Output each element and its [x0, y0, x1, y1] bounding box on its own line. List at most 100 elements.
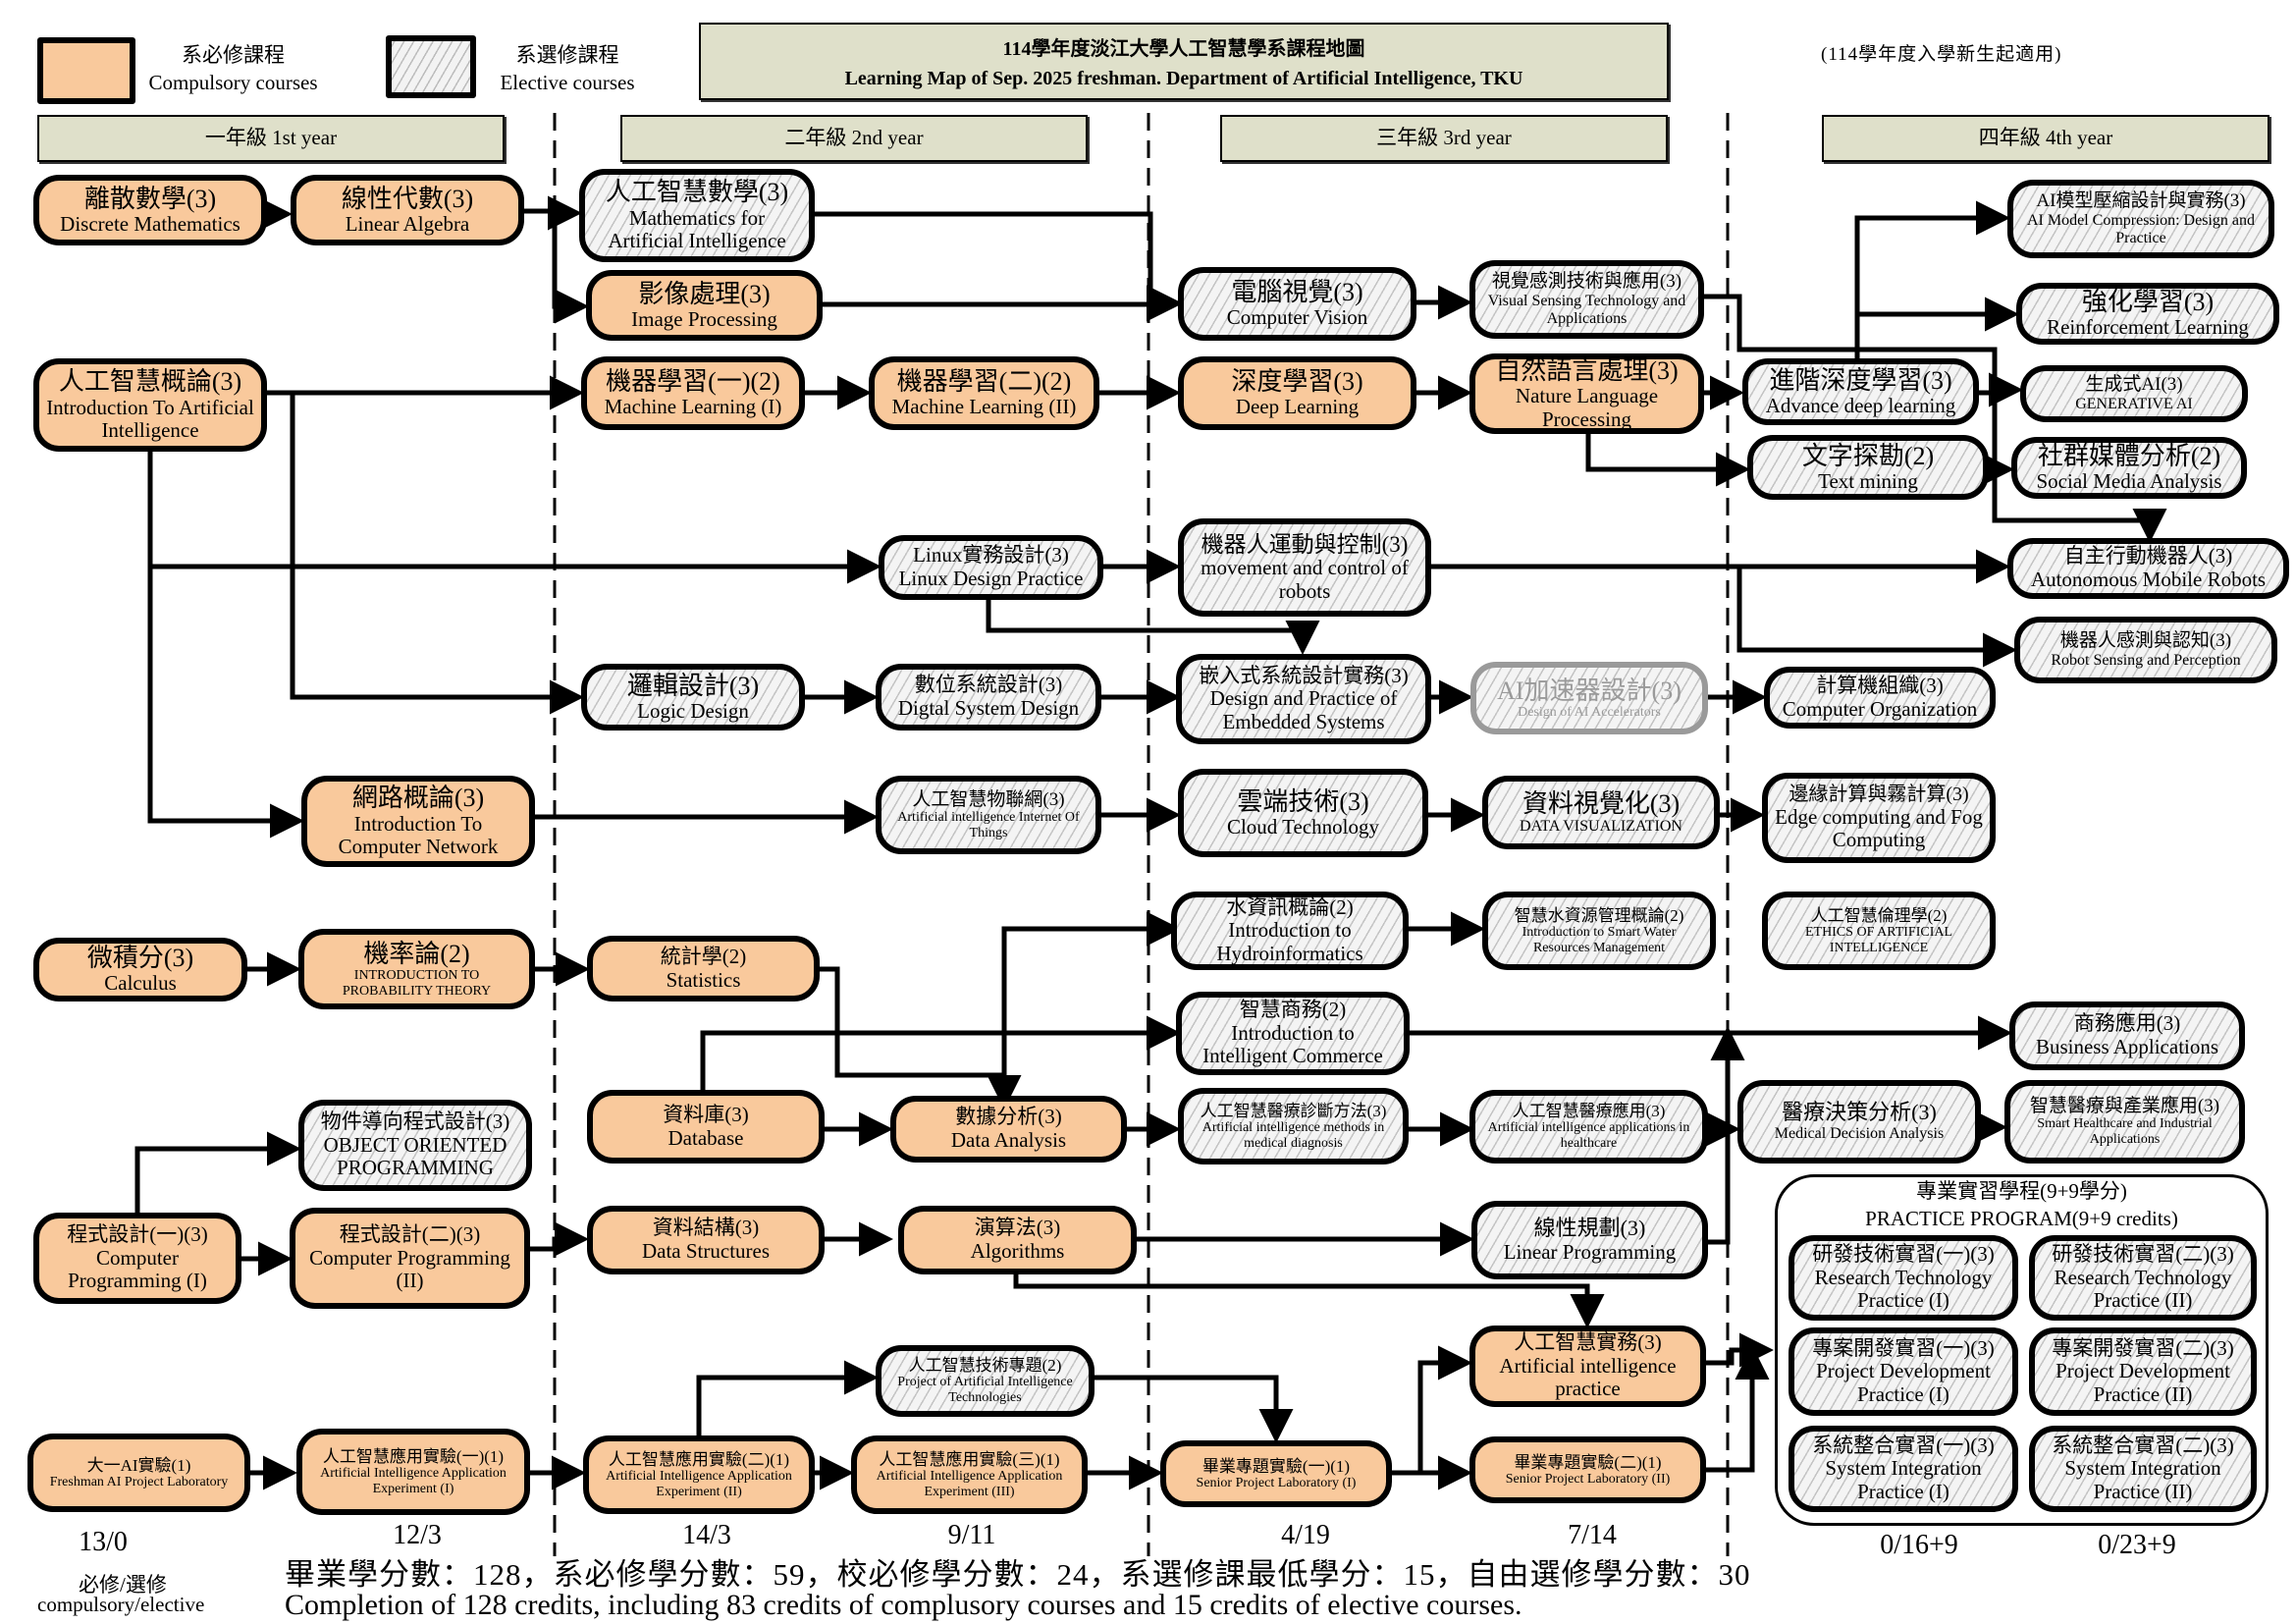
- course-ai-tech-project[interactable]: 人工智慧技術專題(2)Project of Artificial Intelli…: [876, 1345, 1095, 1417]
- course-medical-decision[interactable]: 醫療決策分析(3)Medical Decision Analysis: [1737, 1080, 1981, 1164]
- course-data-visualization[interactable]: 資料視覺化(3)DATA VISUALIZATION: [1482, 776, 1720, 849]
- course-social-media[interactable]: 社群媒體分析(2)Social Media Analysis: [2011, 437, 2247, 499]
- wire-prog1-oop: [134, 1131, 301, 1213]
- course-zh: 專案開發實習(一)(3): [1812, 1335, 1995, 1360]
- course-smart-healthcare[interactable]: 智慧醫療與產業應用(3)Smart Healthcare and Industr…: [2004, 1080, 2245, 1164]
- course-zh: 生成式AI(3): [2085, 374, 2183, 396]
- course-data-structures[interactable]: 資料結構(3)Data Structures: [587, 1206, 825, 1274]
- course-oop[interactable]: 物件導向程式設計(3)OBJECT ORIENTED PROGRAMMING: [298, 1100, 532, 1191]
- course-zh: 機率論(2): [363, 939, 470, 968]
- course-zh: 人工智慧應用實驗(二)(1): [608, 1449, 790, 1469]
- course-business-applications[interactable]: 商務應用(3)Business Applications: [2009, 1001, 2245, 1070]
- practice-course[interactable]: 研發技術實習(一)(3)Research Technology Practice…: [1789, 1235, 2018, 1321]
- course-en: Research Technology Practice (I): [1814, 1265, 1993, 1313]
- wire-mathai-cv: [815, 211, 1181, 320]
- course-computer-vision[interactable]: 電腦視覺(3)Computer Vision: [1178, 267, 1416, 341]
- wire-project-senior1: [1095, 1375, 1294, 1443]
- course-intro-ai[interactable]: 人工智慧概論(3)Introduction To Artificial Inte…: [33, 358, 267, 452]
- course-zh: 人工智慧應用實驗(一)(1): [322, 1446, 505, 1466]
- course-programming-2[interactable]: 程式設計(二)(3)Computer Programming (II): [290, 1208, 530, 1309]
- course-math-ai[interactable]: 人工智慧數學(3)Mathematics for Artificial Inte…: [579, 169, 815, 262]
- practice-course[interactable]: 系統整合實習(一)(3)System Integration Practice …: [1789, 1426, 2018, 1512]
- course-generative-ai[interactable]: 生成式AI(3)GENERATIVE AI: [2020, 365, 2248, 422]
- course-networks[interactable]: 網路概論(3)Introduction To Computer Network: [301, 776, 535, 867]
- course-embedded[interactable]: 嵌入式系統設計實務(3)Design and Practice of Embed…: [1176, 654, 1431, 744]
- course-text-mining[interactable]: 文字探勘(2)Text mining: [1747, 435, 1989, 500]
- practice-course[interactable]: 研發技術實習(二)(3)Research Technology Practice…: [2029, 1235, 2257, 1321]
- course-calculus[interactable]: 微積分(3)Calculus: [33, 938, 247, 1001]
- credits-sem-4: 9/11: [947, 1520, 996, 1550]
- practice-program-title-en: PRACTICE PROGRAM(9+9 credits): [1865, 1207, 2178, 1230]
- course-en: Introduction to Intelligent Commerce: [1202, 1020, 1383, 1068]
- course-ai-accelerator[interactable]: AI加速器設計(3)Design of AI Accelerators: [1470, 662, 1708, 734]
- course-zh: 物件導向程式設計(3): [320, 1110, 510, 1134]
- course-advanced-dl[interactable]: 進階深度學習(3)Advance deep learning: [1742, 358, 1979, 425]
- course-logic-design[interactable]: 邏輯設計(3)Logic Design: [581, 664, 805, 731]
- legend-compulsory-zh: 系必修課程: [182, 43, 285, 67]
- course-robot-sensing[interactable]: 機器人感測與認知(3)Robot Sensing and Perception: [2014, 617, 2277, 683]
- course-en: Artificial intelligence methods in medic…: [1201, 1119, 1385, 1151]
- course-linear-algebra[interactable]: 線性代數(3)Linear Algebra: [291, 175, 524, 245]
- course-cloud[interactable]: 雲端技術(3)Cloud Technology: [1178, 769, 1428, 857]
- course-ai-healthcare[interactable]: 人工智慧醫療應用(3)Artificial intelligence appli…: [1469, 1090, 1708, 1164]
- course-edge-fog[interactable]: 邊緣計算與霧計算(3)Edge computing and Fog Comput…: [1762, 773, 1996, 863]
- course-robot-motion[interactable]: 機器人運動與控制(3)movement and control of robot…: [1178, 518, 1431, 617]
- course-smart-water[interactable]: 智慧水資源管理概論(2)Introduction to Smart Water …: [1482, 892, 1716, 970]
- course-programming-1[interactable]: 程式設計(一)(3)Computer Programming (I): [33, 1213, 241, 1304]
- course-image-processing[interactable]: 影像處理(3)Image Processing: [586, 270, 823, 341]
- course-en: Logic Design: [637, 698, 749, 723]
- course-zh: AI模型壓縮設計與實務(3): [2036, 190, 2246, 212]
- wire-aipractice-practice: [1706, 1332, 1774, 1368]
- course-en: Senior Project Laboratory (I): [1196, 1475, 1357, 1490]
- course-senior-lab-2[interactable]: 畢業專題實驗(二)(1)Senior Project Laboratory (I…: [1469, 1436, 1706, 1503]
- course-visual-sensing[interactable]: 視覺感測技術與應用(3)Visual Sensing Technology an…: [1469, 260, 1704, 339]
- course-ml2[interactable]: 機器學習(二)(2)Machine Learning (II): [869, 356, 1099, 430]
- course-ml1[interactable]: 機器學習(一)(2)Machine Learning (I): [581, 356, 805, 430]
- course-ai-experiment-3[interactable]: 人工智慧應用實驗(三)(1)Artificial Intelligence Ap…: [851, 1435, 1088, 1514]
- course-linear-programming[interactable]: 線性規劃(3)Linear Programming: [1471, 1201, 1708, 1279]
- course-en: Robot Sensing and Perception: [2051, 651, 2241, 669]
- course-senior-lab-1[interactable]: 畢業專題實驗(一)(1)Senior Project Laboratory (I…: [1160, 1440, 1392, 1507]
- course-ethics[interactable]: 人工智慧倫理學(2)ETHICS OF ARTIFICIAL INTELLIGE…: [1762, 892, 1996, 970]
- course-intelligent-commerce[interactable]: 智慧商務(2)Introduction to Intelligent Comme…: [1176, 992, 1410, 1075]
- course-zh: 專案開發實習(二)(3): [2052, 1335, 2234, 1360]
- practice-program-title-zh: 專業實習學程(9+9學分): [1916, 1179, 2127, 1203]
- course-medical-diagnosis[interactable]: 人工智慧醫療診斷方法(3)Artificial intelligence met…: [1178, 1088, 1409, 1164]
- course-algorithms[interactable]: 演算法(3)Algorithms: [898, 1206, 1137, 1274]
- course-en: INTRODUCTION TO PROBABILITY THEORY: [342, 967, 492, 999]
- course-linux[interactable]: Linux實務設計(3)Linux Design Practice: [879, 535, 1103, 600]
- legend-compulsory-en: Compulsory courses: [148, 71, 318, 94]
- practice-course[interactable]: 專案開發實習(一)(3)Project Development Practice…: [1789, 1327, 2018, 1416]
- course-en: Visual Sensing Technology and Applicatio…: [1487, 292, 1686, 327]
- course-aiot[interactable]: 人工智慧物聯網(3)Artificial intelligence Intern…: [876, 776, 1101, 854]
- course-database[interactable]: 資料庫(3)Database: [587, 1090, 825, 1164]
- course-probability[interactable]: 機率論(2)INTRODUCTION TO PROBABILITY THEORY: [298, 929, 535, 1009]
- course-nlp[interactable]: 自然語言處理(3)Nature Language Processing: [1469, 353, 1704, 434]
- course-en: Introduction To Artificial Intelligence: [46, 395, 254, 443]
- course-autonomous-robots[interactable]: 自主行動機器人(3)Autonomous Mobile Robots: [2007, 538, 2289, 599]
- wire-prog2-ds: [530, 1221, 589, 1257]
- course-freshman-lab[interactable]: 大一AI實驗(1)Freshman AI Project Laboratory: [27, 1434, 250, 1512]
- practice-course[interactable]: 專案開發實習(二)(3)Project Development Practice…: [2029, 1327, 2257, 1416]
- course-en: Digtal System Design: [897, 696, 1080, 720]
- course-en: Autonomous Mobile Robots: [2030, 568, 2267, 591]
- course-discrete-math[interactable]: 離散數學(3)Discrete Mathematics: [33, 175, 267, 245]
- course-deep-learning[interactable]: 深度學習(3)Deep Learning: [1178, 356, 1416, 430]
- practice-course[interactable]: 系統整合實習(二)(3)System Integration Practice …: [2029, 1426, 2257, 1512]
- course-statistics[interactable]: 統計學(2)Statistics: [587, 936, 820, 1001]
- course-digital-system[interactable]: 數位系統設計(3)Digtal System Design: [876, 664, 1101, 731]
- course-en: Computer Programming (II): [309, 1245, 510, 1293]
- course-ai-practice[interactable]: 人工智慧實務(3)Artificial intelligence practic…: [1469, 1326, 1706, 1407]
- course-hydroinformatics[interactable]: 水資訊概論(2)Introduction to Hydroinformatics: [1171, 892, 1409, 970]
- credits-sem-7: 0/16+9: [1880, 1530, 1958, 1560]
- year-header-4: 四年級 4th year: [1822, 115, 2269, 162]
- course-zh: 計算機組織(3): [1816, 673, 1944, 697]
- course-zh: 視覺感測技術與應用(3): [1491, 271, 1682, 293]
- course-computer-organization[interactable]: 計算機組織(3)Computer Organization: [1764, 667, 1996, 729]
- course-model-compression[interactable]: AI模型壓縮設計與實務(3)AI Model Compression: Desi…: [2007, 180, 2274, 258]
- course-ai-experiment-2[interactable]: 人工智慧應用實驗(二)(1)Artificial Intelligence Ap…: [583, 1435, 815, 1514]
- course-ai-experiment-1[interactable]: 人工智慧應用實驗(一)(1)Artificial Intelligence Ap…: [296, 1429, 530, 1515]
- credits-sem-3: 14/3: [682, 1520, 731, 1550]
- course-reinforcement-learning[interactable]: 強化學習(3)Reinforcement Learning: [2016, 283, 2279, 345]
- course-data-analysis[interactable]: 數據分析(3)Data Analysis: [890, 1096, 1127, 1163]
